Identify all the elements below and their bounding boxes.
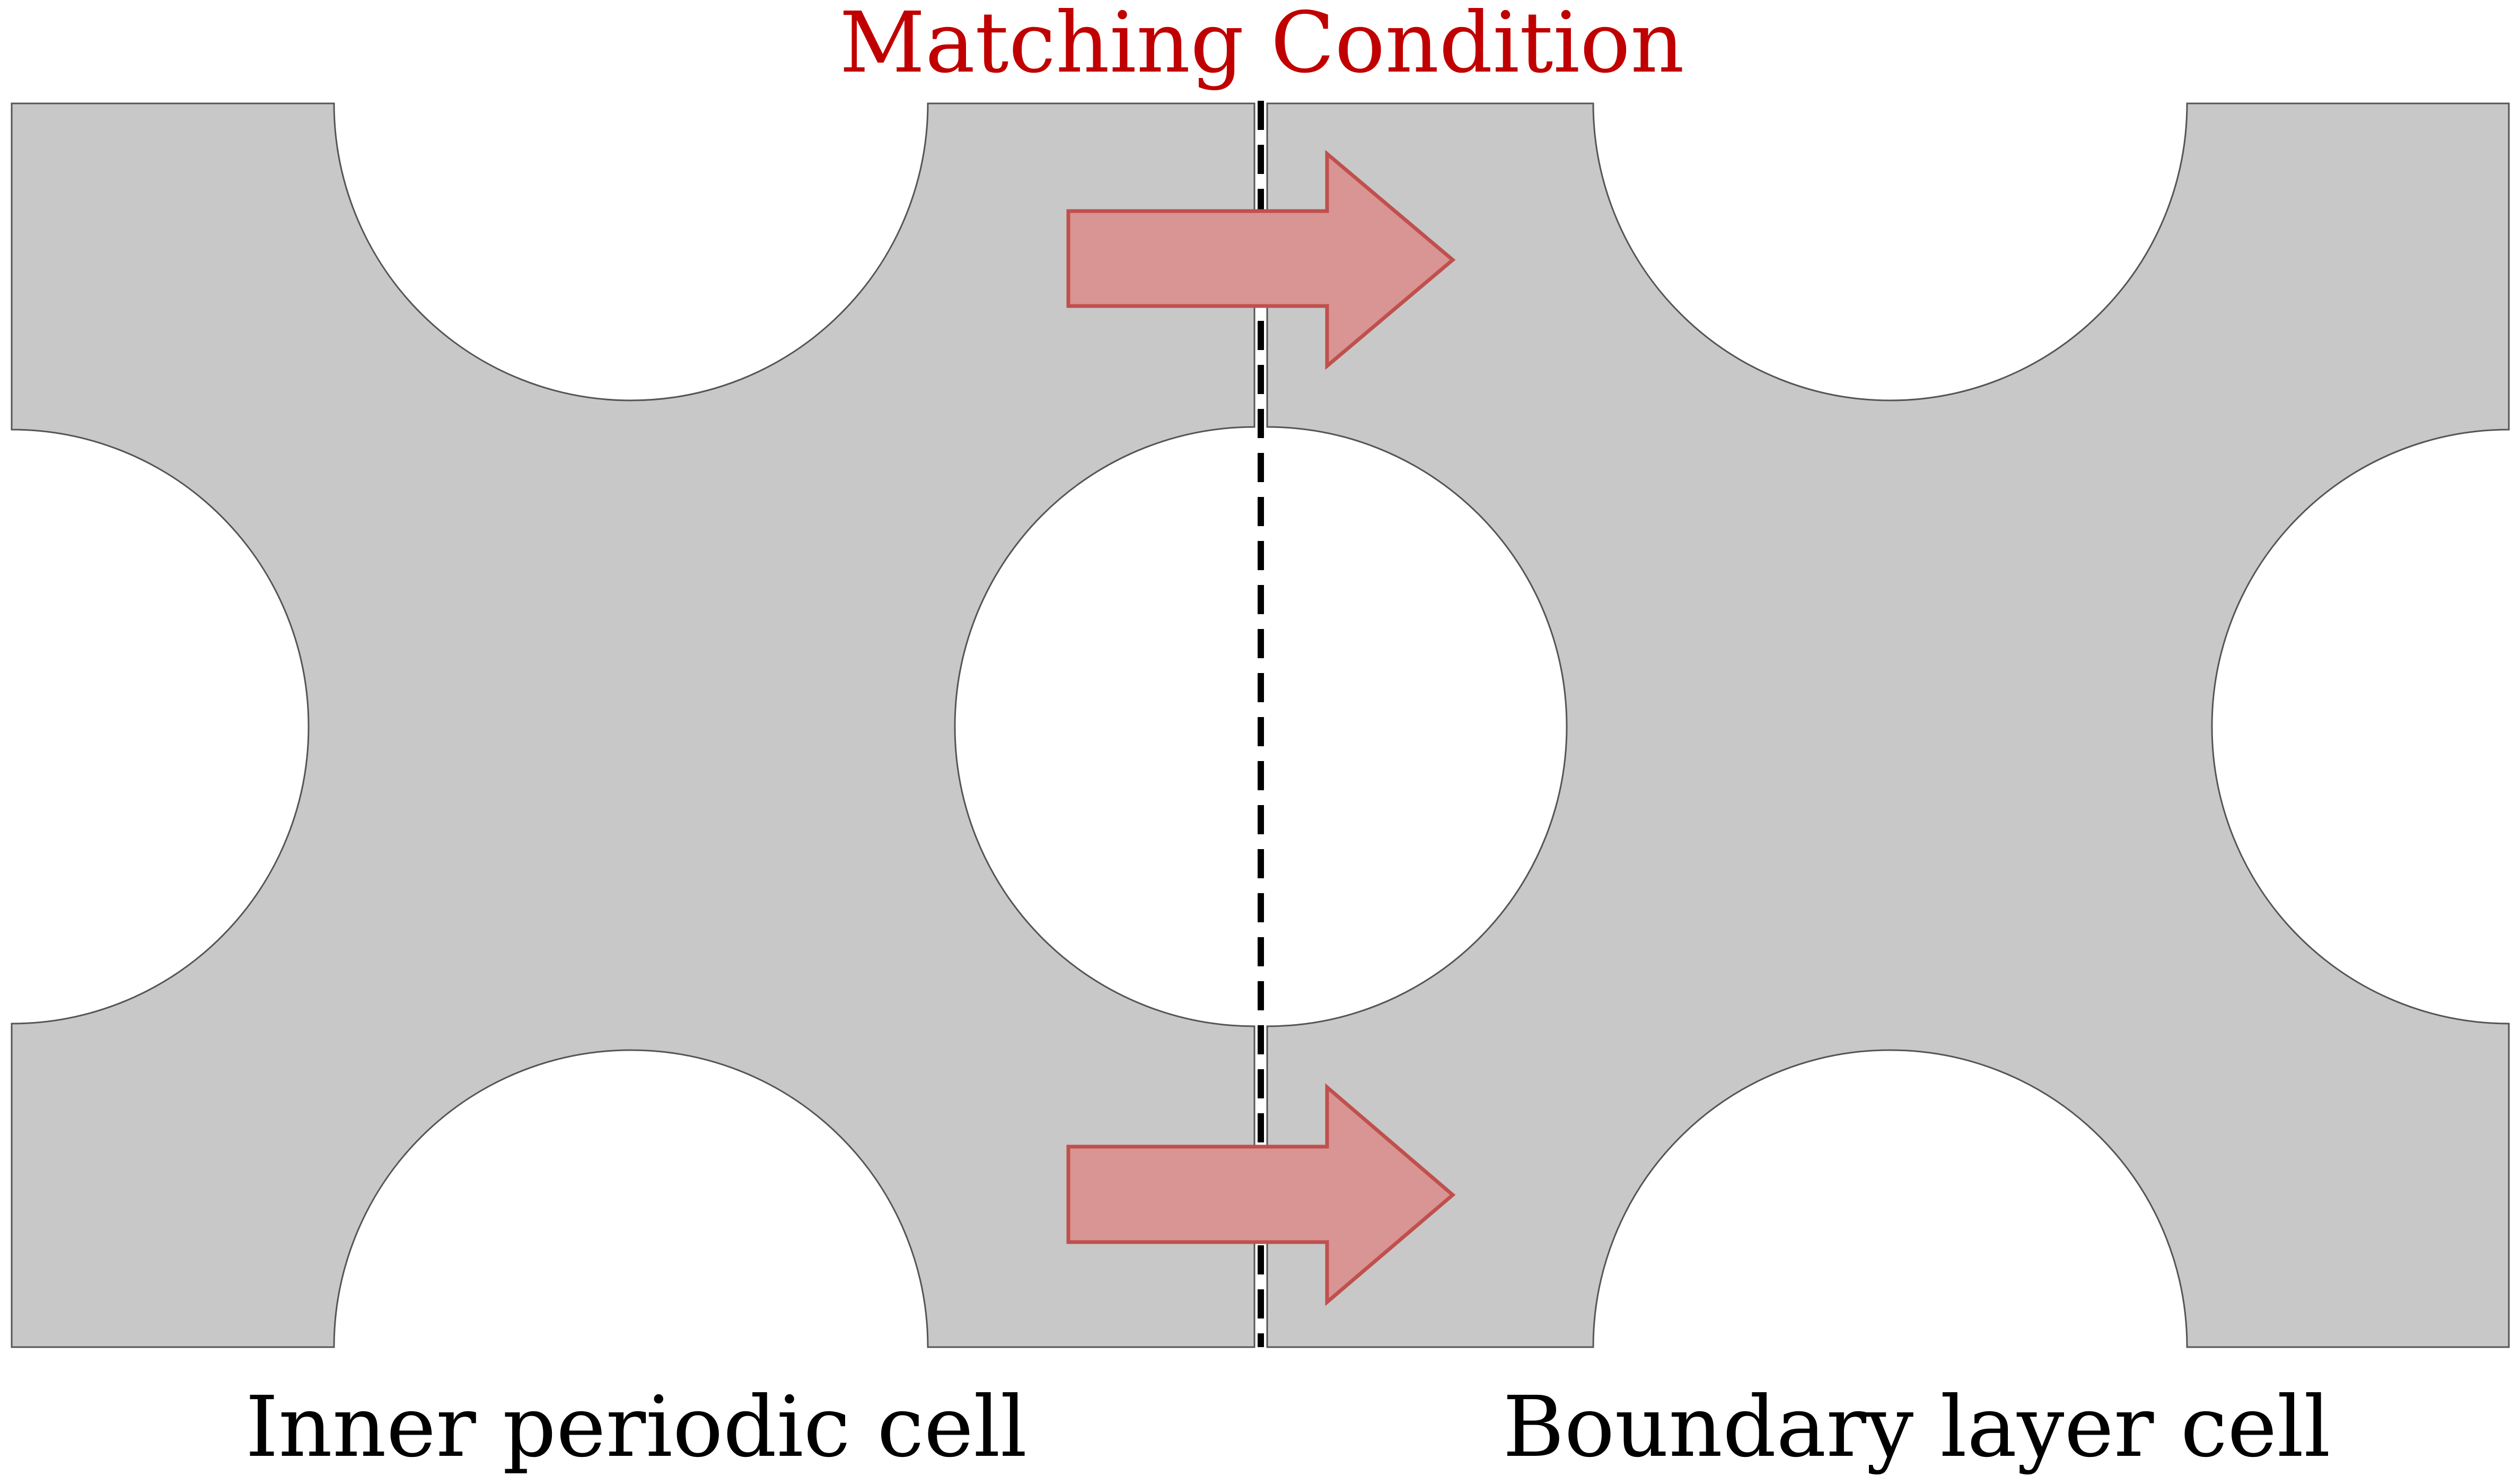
diagram-title: Matching Condition: [839, 0, 1684, 92]
bottom-arrow: [1066, 1083, 1456, 1306]
boundary-layer-cell: [1266, 102, 2510, 1348]
top-arrow: [1066, 150, 1456, 370]
inner-periodic-cell: [11, 102, 1255, 1348]
inner-cell-label: Inner periodic cell: [245, 1378, 1027, 1476]
boundary-cell-label: Boundary layer cell: [1503, 1378, 2330, 1476]
